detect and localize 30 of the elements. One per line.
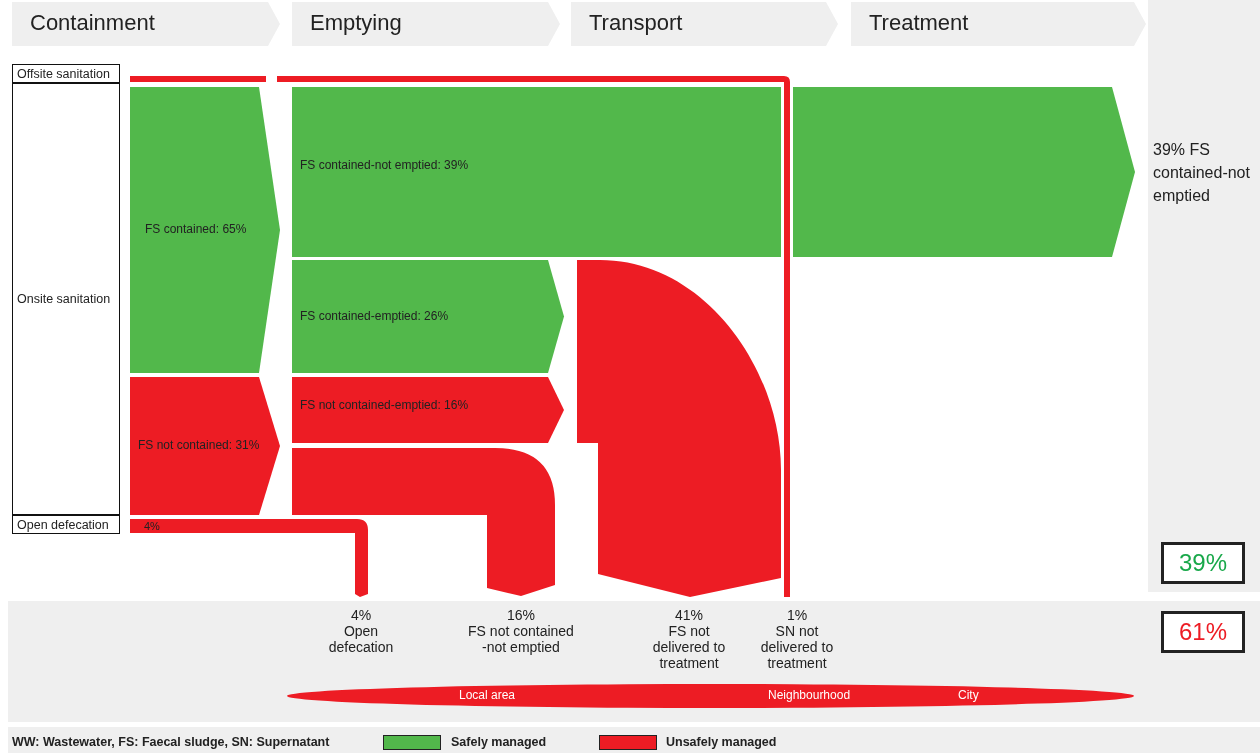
outcome-label: FS not delivered to treatment <box>651 623 727 671</box>
flow-label: 4% <box>144 519 160 533</box>
scale-label: Local area <box>459 688 516 702</box>
sanitation-category-box: Open defecation <box>12 515 120 534</box>
flow-label: FS contained-emptied: 26% <box>300 308 449 323</box>
stage-title: Containment <box>30 10 155 36</box>
flow-label: FS contained-not emptied: 39% <box>300 158 469 172</box>
abbreviation-note: WW: Wastewater, FS: Faecal sludge, SN: Supernatant <box>12 735 331 750</box>
percentage-label: 1% <box>785 607 809 623</box>
scale-label: City <box>958 688 979 702</box>
flow-label: FS not contained: 31% <box>138 438 260 452</box>
flow-label: FS contained: 65% <box>145 222 247 236</box>
percentage-label: 4% <box>349 607 373 623</box>
outcome-label: Open defecation <box>327 623 395 655</box>
stage-title: Transport <box>589 10 683 36</box>
percentage-label: 16% <box>506 607 536 623</box>
percentage-box: 39% <box>1161 542 1245 584</box>
stage-title: Treatment <box>869 10 969 36</box>
legend-label: Safely managed <box>451 735 547 749</box>
scale-label: Neighbourhood <box>768 688 851 702</box>
stage-title: Emptying <box>310 10 402 36</box>
sanitation-category-box: Onsite sanitation <box>12 83 120 515</box>
outcome-label: SN not delivered to treatment <box>759 623 835 671</box>
percentage-box: 61% <box>1161 611 1245 653</box>
sanitation-category-box: Offsite sanitation <box>12 64 120 83</box>
legend-label: Unsafely managed <box>666 735 777 749</box>
flow-label: FS not contained-emptied: 16% <box>300 398 469 412</box>
flow-summary-text: 39% FS contained-not emptied <box>1153 140 1251 206</box>
percentage-label: 41% <box>674 607 704 623</box>
outcome-label: FS not contained -not emptied <box>467 623 575 655</box>
